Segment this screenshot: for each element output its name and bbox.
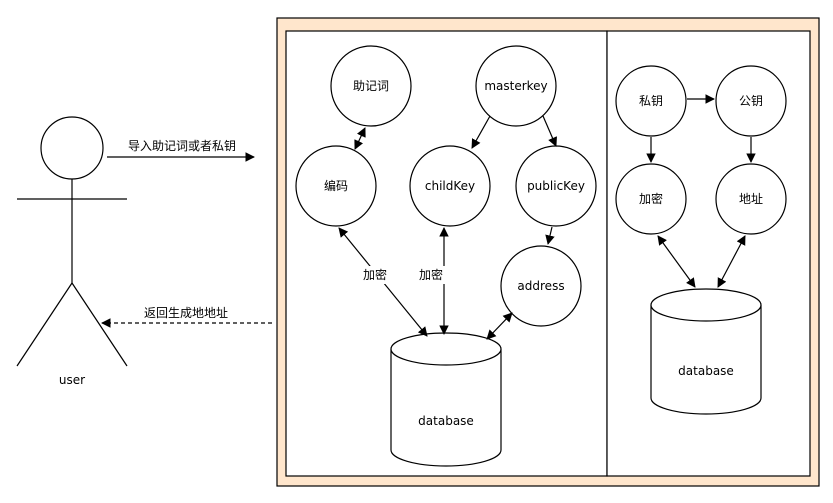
edge-mnemonic-encode: [354, 127, 366, 150]
actor-right-leg: [71, 282, 128, 367]
mnemonic-node: [330, 45, 412, 127]
publickey-label: publicKey: [527, 179, 585, 193]
request-message-label: 导入助记词或者私钥: [128, 139, 236, 153]
actor-left-leg: [16, 282, 73, 367]
edge-masterkey-publickey: [542, 115, 557, 147]
encrypt-edge-label-2: 加密: [419, 267, 443, 282]
masterkey-label: masterkey: [484, 79, 547, 93]
masterkey-node: [475, 45, 557, 127]
private-key-node: [615, 65, 687, 137]
encrypt-edge-label-1: 加密: [363, 267, 387, 282]
mnemonic-label: 助记词: [353, 79, 389, 93]
private-key-label: 私钥: [639, 94, 663, 108]
edge-masterkey-childkey: [471, 115, 491, 149]
encode-node: [295, 145, 377, 227]
left-database: [390, 332, 502, 467]
public-key-label: 公钥: [739, 94, 763, 108]
actor-label: user: [59, 373, 85, 387]
response-message-label: 返回生成地地址: [144, 306, 228, 320]
edge-address-database-right: [717, 235, 746, 288]
encode-label: 编码: [324, 178, 348, 193]
edge-address-database: [486, 312, 513, 340]
edge-encrypt-database: [657, 235, 696, 288]
address-node-right: [715, 163, 787, 235]
address-label-right: 地址: [739, 192, 763, 206]
edge-publickey-address: [545, 226, 555, 245]
right-database-label: database: [678, 364, 734, 378]
public-key-node: [715, 65, 787, 137]
encrypt-label: 加密: [639, 191, 663, 206]
encrypt-node: [615, 163, 687, 235]
user-actor: [16, 116, 128, 367]
left-database-label: database: [418, 414, 474, 428]
childkey-node: [409, 145, 491, 227]
right-database: [650, 288, 762, 415]
actor-head: [40, 116, 104, 180]
childkey-label: childKey: [425, 179, 475, 193]
address-label: address: [517, 279, 564, 293]
address-node: [500, 245, 582, 327]
